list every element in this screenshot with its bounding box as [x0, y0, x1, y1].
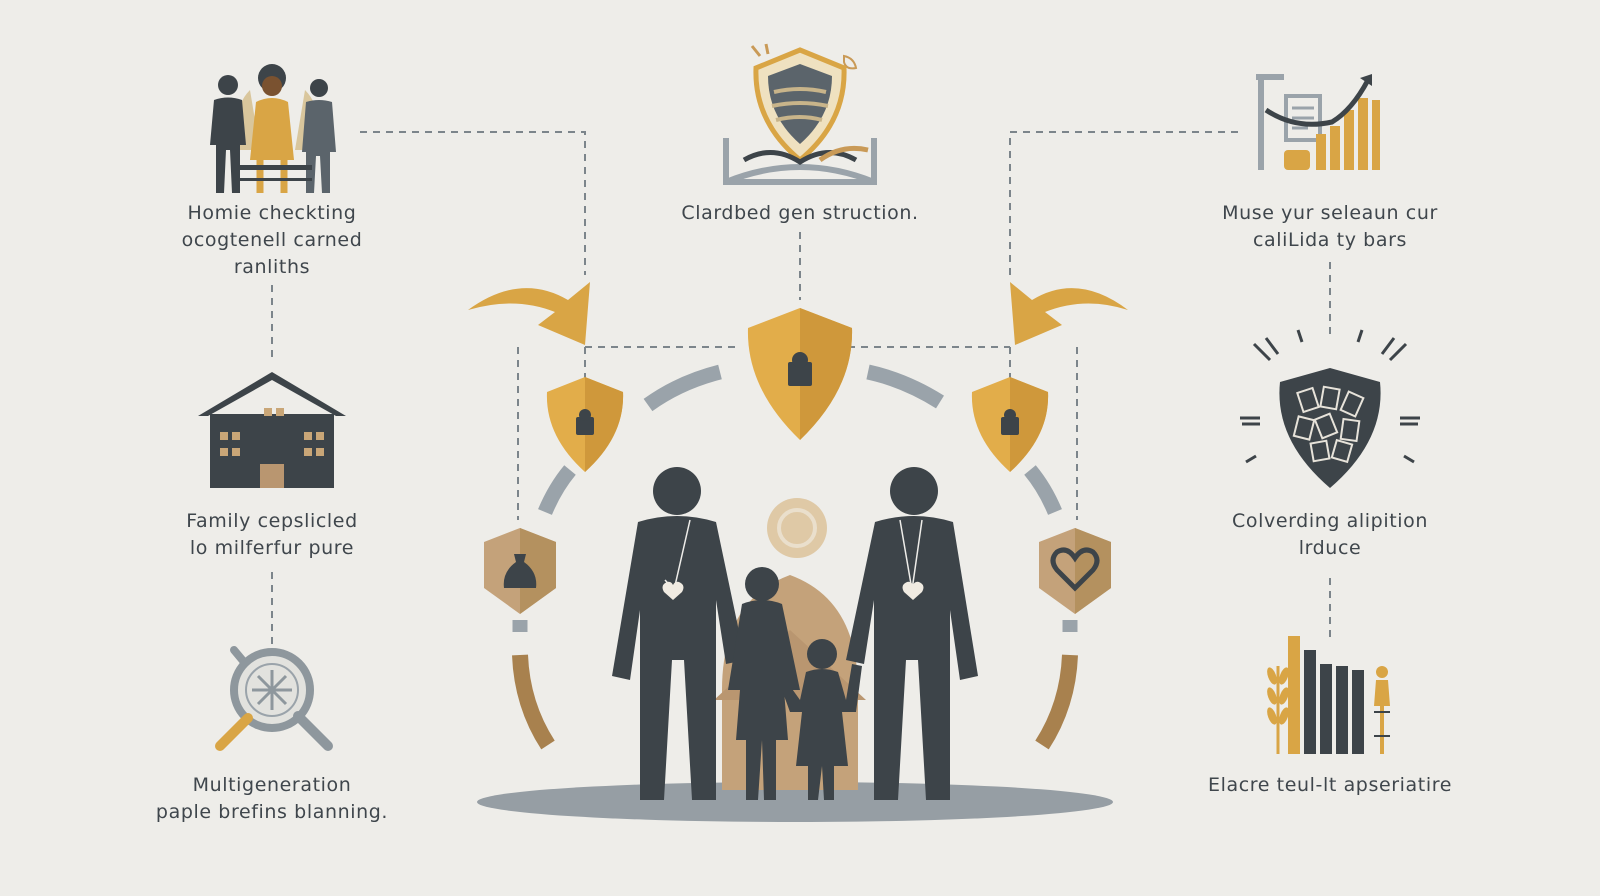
connector-right-drop [1009, 347, 1078, 520]
house-building-icon [198, 372, 346, 488]
label-bottom-left: Multigeneration paple brefins blanning. [132, 772, 412, 826]
arc-segment [866, 364, 944, 409]
heart-pendant [662, 581, 684, 600]
mother-figure [846, 467, 978, 800]
shield-heart-icon [1039, 528, 1111, 614]
connector-left-drop [517, 347, 586, 520]
shield-book-crest-icon [723, 43, 877, 185]
label-line: Muse yur seleaun cur [1222, 202, 1438, 224]
protection-arc [512, 364, 1078, 750]
curved-arrow-right-icon [1010, 282, 1128, 345]
label-bottom-right: Elacre teul-lt apseriatire [1170, 772, 1490, 799]
label-line: Elacre teul-lt apseriatire [1207, 774, 1453, 796]
label-top-left: Homie checkting ocogtenell carned ranlit… [142, 200, 402, 281]
label-mid-left: Family cepslicled lo milferfur pure [142, 508, 402, 562]
label-line: lrduce [1298, 537, 1362, 559]
ground-shadow [477, 782, 1113, 822]
child-figure [782, 639, 862, 800]
shield-moneybag-icon [484, 528, 556, 614]
family-group-icon [210, 64, 336, 193]
label-line: lo milferfur pure [189, 537, 355, 559]
label-line: Homie checkting [187, 202, 357, 224]
bar-chart-wheat-icon [1267, 636, 1390, 754]
arc-segment [512, 654, 555, 750]
label-line: ranliths [233, 256, 311, 278]
label-top-center: Clardbed gen struction. [640, 200, 960, 227]
child-figure [728, 567, 800, 800]
label-line: Colverding alipition [1232, 510, 1428, 532]
label-line: Family cepslicled [186, 510, 358, 532]
label-line: caliLida ty bars [1252, 229, 1407, 251]
arc-segment [643, 364, 722, 412]
shield-lock-icon [747, 308, 853, 440]
label-line: Clardbed gen struction. [681, 202, 919, 224]
heart-pendant [902, 581, 924, 600]
medallion [767, 498, 827, 558]
label-mid-right: Colverding alipition lrduce [1180, 508, 1480, 562]
shield-documents-icon [1240, 329, 1420, 488]
connector-top-right [1009, 131, 1238, 275]
arc-segment [1035, 654, 1078, 750]
finance-chart-icon [1256, 74, 1380, 170]
label-line: ocogtenell carned [181, 229, 363, 251]
label-line: paple brefins blanning. [155, 801, 389, 823]
arc-segment [1024, 465, 1062, 515]
shield-lock-icon [971, 377, 1049, 472]
shield-lock-icon [546, 377, 624, 472]
connector-top-left [360, 131, 586, 275]
arc-segment [538, 465, 576, 515]
curved-arrow-left-icon [468, 282, 590, 345]
connector-lines [271, 131, 1331, 648]
father-figure [612, 467, 745, 800]
magnifier-icon [215, 646, 333, 751]
label-line: Multigeneration [192, 774, 352, 796]
family-protection-icon [477, 467, 1113, 822]
label-top-right: Muse yur seleaun cur caliLida ty bars [1180, 200, 1480, 254]
